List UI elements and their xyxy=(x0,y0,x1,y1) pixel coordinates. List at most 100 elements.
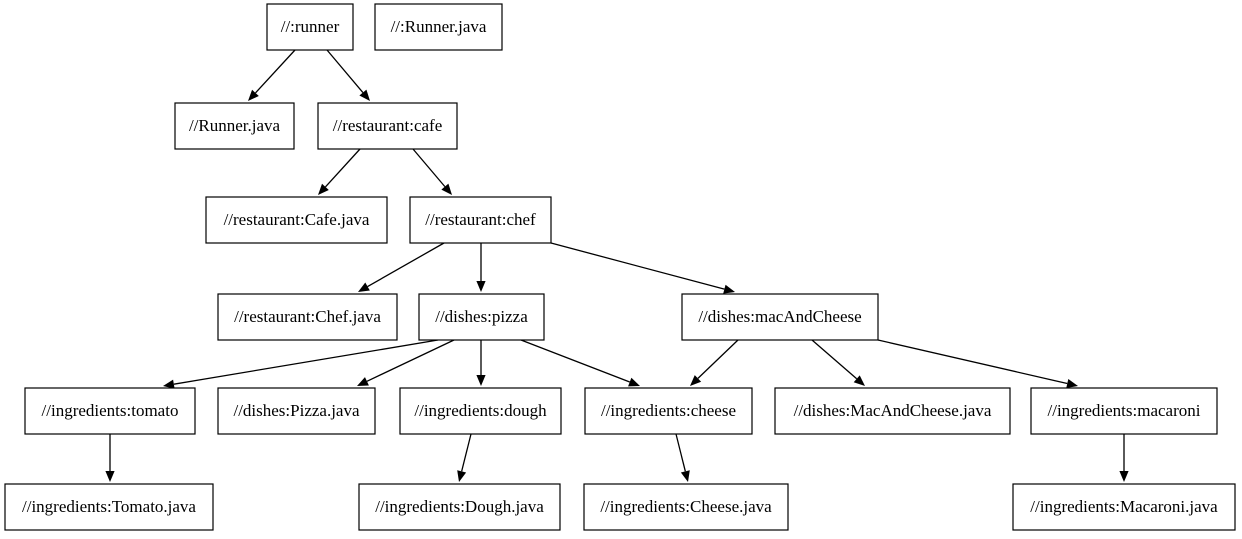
graph-node-runner_java[interactable]: //Runner.java xyxy=(174,102,295,150)
graph-node-ing_cheese[interactable]: //ingredients:cheese xyxy=(584,387,753,435)
node-box[interactable] xyxy=(418,293,545,341)
nodes-layer: //:runner //:Runner.java //Runner.java //re… xyxy=(4,3,1236,531)
arrowhead-icon xyxy=(680,470,690,482)
graph-edge xyxy=(412,148,452,195)
node-label: //dishes:Pizza.java xyxy=(233,401,360,420)
graph-node-restaurant_cafe[interactable]: //restaurant:cafe xyxy=(317,102,458,150)
edge-line xyxy=(520,339,630,383)
graph-node-pizza_java[interactable]: //dishes:Pizza.java xyxy=(217,387,376,435)
node-box[interactable] xyxy=(174,102,295,150)
node-box[interactable] xyxy=(217,387,376,435)
graph-node-runner[interactable]: //:runner xyxy=(266,3,354,51)
arrowhead-icon xyxy=(853,375,865,386)
node-box[interactable] xyxy=(399,387,562,435)
node-box[interactable] xyxy=(217,293,398,341)
node-box[interactable] xyxy=(1012,483,1236,531)
node-box[interactable] xyxy=(374,3,503,51)
node-box[interactable] xyxy=(409,196,552,244)
edge-line xyxy=(367,242,445,288)
arrowhead-icon xyxy=(1119,471,1129,482)
node-box[interactable] xyxy=(266,3,354,51)
graph-node-runner_java_root[interactable]: //:Runner.java xyxy=(374,3,503,51)
node-label: //ingredients:Cheese.java xyxy=(600,497,772,516)
graph-edge xyxy=(520,339,640,387)
edge-line xyxy=(675,433,686,472)
node-box[interactable] xyxy=(317,102,458,150)
node-box[interactable] xyxy=(205,196,388,244)
edge-line xyxy=(326,49,364,94)
graph-edge xyxy=(357,339,455,386)
graph-node-cheese_java[interactable]: //ingredients:Cheese.java xyxy=(583,483,789,531)
graph-edge xyxy=(318,148,361,195)
edge-line xyxy=(324,148,361,188)
graph-edge xyxy=(326,49,370,101)
graph-node-dishes_mac[interactable]: //dishes:macAndCheese xyxy=(681,293,879,341)
edge-line xyxy=(412,148,446,188)
graph-node-dough_java[interactable]: //ingredients:Dough.java xyxy=(358,483,561,531)
edge-line xyxy=(254,49,296,94)
graph-edge xyxy=(476,340,486,386)
arrowhead-icon xyxy=(105,471,115,482)
edge-line xyxy=(697,339,739,379)
edge-line xyxy=(461,433,472,472)
graph-node-mac_java[interactable]: //dishes:MacAndCheese.java xyxy=(774,387,1011,435)
graph-node-chef_java[interactable]: //restaurant:Chef.java xyxy=(217,293,398,341)
node-label: //dishes:pizza xyxy=(435,307,528,326)
graph-edge xyxy=(476,243,486,292)
edge-line xyxy=(366,339,455,382)
node-box[interactable] xyxy=(681,293,879,341)
arrowhead-icon xyxy=(248,89,259,101)
edge-line xyxy=(877,339,1068,385)
node-label: //restaurant:Cafe.java xyxy=(224,210,370,229)
graph-node-ing_macaroni[interactable]: //ingredients:macaroni xyxy=(1030,387,1218,435)
graph-edge xyxy=(877,339,1078,389)
arrowhead-icon xyxy=(318,183,329,195)
graph-edge xyxy=(105,434,115,482)
arrowhead-icon xyxy=(690,375,702,386)
node-box[interactable] xyxy=(583,483,789,531)
node-label: //dishes:MacAndCheese.java xyxy=(794,401,992,420)
node-label: //ingredients:macaroni xyxy=(1048,401,1201,420)
arrowhead-icon xyxy=(441,183,452,195)
graph-edge xyxy=(690,339,739,386)
node-label: //restaurant:cafe xyxy=(333,116,443,135)
node-label: //ingredients:Tomato.java xyxy=(22,497,196,516)
node-label: //ingredients:tomato xyxy=(42,401,179,420)
edge-line xyxy=(550,242,725,290)
arrowhead-icon xyxy=(163,379,175,389)
graph-edge xyxy=(248,49,296,101)
edge-line xyxy=(173,339,439,385)
node-box[interactable] xyxy=(24,387,196,435)
arrowhead-icon xyxy=(476,375,486,386)
node-box[interactable] xyxy=(4,483,214,531)
arrowhead-icon xyxy=(723,284,735,294)
node-label: //ingredients:Macaroni.java xyxy=(1030,497,1218,516)
node-label: //dishes:macAndCheese xyxy=(698,307,861,326)
edges-layer xyxy=(105,49,1129,482)
node-label: //restaurant:chef xyxy=(425,210,536,229)
arrowhead-icon xyxy=(1066,379,1078,389)
graph-node-dishes_pizza[interactable]: //dishes:pizza xyxy=(418,293,545,341)
node-label: //ingredients:dough xyxy=(414,401,547,420)
node-label: //ingredients:cheese xyxy=(601,401,736,420)
node-label: //:runner xyxy=(281,17,340,36)
node-box[interactable] xyxy=(1030,387,1218,435)
arrowhead-icon xyxy=(457,470,467,482)
arrowhead-icon xyxy=(628,377,640,387)
graph-node-ing_tomato[interactable]: //ingredients:tomato xyxy=(24,387,196,435)
arrowhead-icon xyxy=(476,281,486,292)
graph-node-cafe_java[interactable]: //restaurant:Cafe.java xyxy=(205,196,388,244)
graph-edge xyxy=(1119,434,1129,482)
node-label: //restaurant:Chef.java xyxy=(234,307,381,326)
node-box[interactable] xyxy=(774,387,1011,435)
graph-node-macaroni_java[interactable]: //ingredients:Macaroni.java xyxy=(1012,483,1236,531)
node-box[interactable] xyxy=(584,387,753,435)
graph-node-tomato_java[interactable]: //ingredients:Tomato.java xyxy=(4,483,214,531)
graph-node-restaurant_chef[interactable]: //restaurant:chef xyxy=(409,196,552,244)
node-label: //ingredients:Dough.java xyxy=(375,497,544,516)
graph-node-ing_dough[interactable]: //ingredients:dough xyxy=(399,387,562,435)
arrowhead-icon xyxy=(359,89,370,101)
node-box[interactable] xyxy=(358,483,561,531)
edge-line xyxy=(811,339,858,380)
